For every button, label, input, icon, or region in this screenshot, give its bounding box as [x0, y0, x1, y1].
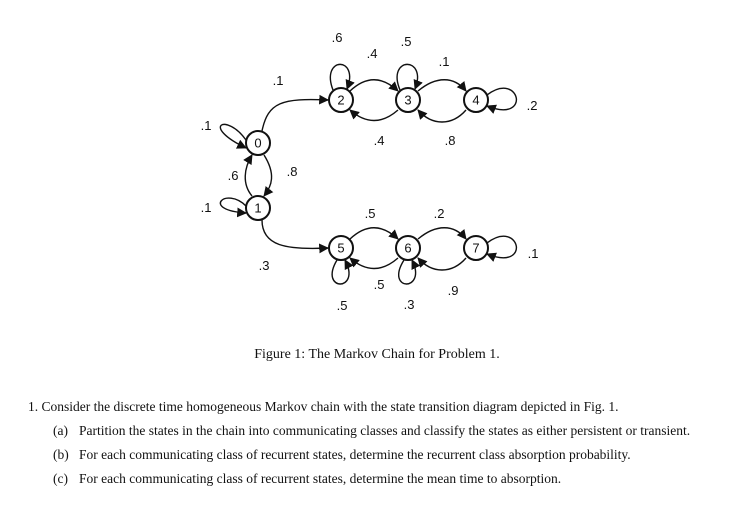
- edge-label-6-to-5: .5: [374, 277, 385, 292]
- problem-1: 1. Consider the discrete time homogeneou…: [28, 398, 740, 494]
- edge-label-7-to-7: .1: [528, 246, 539, 261]
- edge-label-4-to-3: .8: [445, 133, 456, 148]
- state-circle: [463, 235, 489, 261]
- edge-0-to-2: [261, 94, 329, 132]
- edge-label-0-to-0: .1: [201, 118, 212, 133]
- state-circle: [395, 87, 421, 113]
- edge-label-1-to-5: .3: [259, 258, 270, 273]
- edge-labels-layer: .1 .1 .8 .6 .1 .3 .6 .4 .5 .1 .4 .2 .8 .5 .5 .5 .2 .3 .1 .9: [201, 30, 539, 313]
- state-node-1: 1: [245, 195, 271, 221]
- state-node-6: 6: [395, 235, 421, 261]
- edge-0-to-1: [263, 154, 274, 197]
- edge-label-3-to-4: .1: [439, 54, 450, 69]
- edge-label-0-to-2: .1: [273, 73, 284, 88]
- state-node-4: 4: [463, 87, 489, 113]
- part-marker: (b): [53, 447, 69, 462]
- edge-label-0-to-1: .8: [287, 164, 298, 179]
- state-circle: [463, 87, 489, 113]
- state-circle: [395, 235, 421, 261]
- edge-label-2-to-2: .6: [332, 30, 343, 45]
- state-circle: [245, 130, 271, 156]
- state-label: 1: [254, 201, 261, 216]
- state-label: 6: [404, 241, 411, 256]
- state-label: 2: [337, 93, 344, 108]
- problem-number: 1.: [28, 399, 39, 414]
- state-circle: [328, 87, 354, 113]
- edge-4-to-4: [486, 87, 518, 114]
- state-label: 5: [337, 241, 344, 256]
- part-marker: (a): [53, 423, 68, 438]
- edge-label-3-to-2: .4: [374, 133, 385, 148]
- edge-label-2-to-3: .4: [367, 46, 378, 61]
- state-node-2: 2: [328, 87, 354, 113]
- edge-1-to-0: [243, 154, 253, 197]
- edges-layer: [219, 63, 518, 285]
- edge-3-to-3: [396, 63, 423, 91]
- edge-2-to-3: [349, 79, 399, 92]
- state-node-0: 0: [245, 130, 271, 156]
- edge-label-6-to-7: .2: [434, 206, 445, 221]
- edge-label-1-to-1: .1: [201, 200, 212, 215]
- state-label: 0: [254, 136, 261, 151]
- problem-statement: 1. Consider the discrete time homogeneou…: [28, 398, 740, 416]
- edge-5-to-6: [349, 227, 399, 240]
- edge-label-6-to-6: .3: [404, 297, 415, 312]
- problem-parts: (a) Partition the states in the chain in…: [28, 422, 740, 488]
- edge-label-5-to-5: .5: [337, 298, 348, 313]
- edge-6-to-6: [398, 259, 421, 285]
- state-circle: [245, 195, 271, 221]
- edge-7-to-7: [486, 235, 518, 262]
- part-text: For each communicating class of recurren…: [79, 471, 562, 486]
- edge-1-to-5: [261, 219, 329, 254]
- edge-5-to-5: [331, 259, 354, 285]
- edge-label-3-to-3: .5: [401, 34, 412, 49]
- edge-2-to-2: [329, 63, 355, 91]
- edge-1-to-1: [219, 197, 247, 218]
- part-b: (b) For each communicating class of recu…: [53, 446, 740, 464]
- edge-label-7-to-6: .9: [448, 283, 459, 298]
- part-a: (a) Partition the states in the chain in…: [53, 422, 740, 440]
- problem-text: Consider the discrete time homogeneous M…: [41, 399, 619, 414]
- state-circle: [328, 235, 354, 261]
- part-text: For each communicating class of recurren…: [79, 447, 631, 462]
- edge-6-to-7: [417, 227, 467, 240]
- state-node-7: 7: [463, 235, 489, 261]
- edge-3-to-2: [349, 109, 399, 122]
- figure-caption: Figure 1: The Markov Chain for Problem 1…: [254, 347, 500, 362]
- edge-0-to-0: [219, 123, 247, 149]
- edge-label-5-to-6: .5: [365, 206, 376, 221]
- part-marker: (c): [53, 471, 68, 486]
- state-label: 7: [472, 241, 479, 256]
- state-label: 4: [472, 93, 479, 108]
- state-node-3: 3: [395, 87, 421, 113]
- edge-4-to-3: [417, 109, 467, 123]
- nodes-layer: 0 1 2 3 4 5 6 7: [245, 87, 489, 261]
- edge-6-to-5: [349, 257, 399, 270]
- state-label: 3: [404, 93, 411, 108]
- part-c: (c) For each communicating class of recu…: [53, 470, 740, 488]
- part-text: Partition the states in the chain into c…: [79, 423, 691, 438]
- edge-7-to-6: [417, 257, 467, 271]
- edge-label-4-to-4: .2: [527, 98, 538, 113]
- edge-label-1-to-0: .6: [228, 168, 239, 183]
- markov-chain-diagram: 0 1 2 3 4 5 6 7 .1 .1 .8 .6 .1 .3 .6 .4 .5 .1 .4 .2 .8 .5 .5.…: [201, 30, 539, 313]
- state-node-5: 5: [328, 235, 354, 261]
- edge-3-to-4: [417, 79, 467, 92]
